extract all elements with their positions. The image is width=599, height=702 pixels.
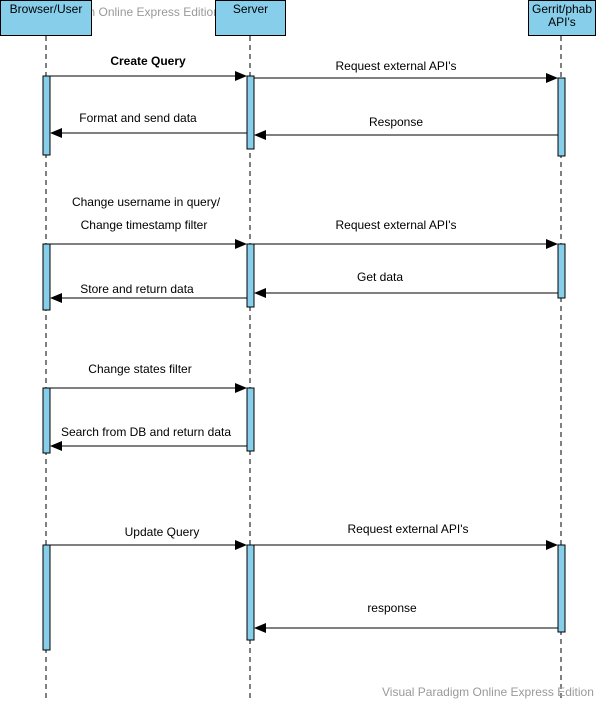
message-search-db: Search from DB and return data — [60, 425, 232, 439]
message-request-api-1: Request external API's — [335, 59, 457, 73]
message-change-username-line1: Change username in query/ — [71, 195, 221, 209]
activation-user-3 — [42, 387, 51, 454]
lifeline-label-gerrit-line2: API's — [548, 15, 576, 29]
activation-server-4 — [246, 544, 255, 641]
message-update-query: Update Query — [124, 525, 200, 539]
message-request-api-3: Request external API's — [347, 522, 469, 536]
message-response-2: response — [367, 601, 417, 615]
lifeline-header-server: Server — [215, 0, 286, 36]
message-get-data: Get data — [356, 270, 404, 284]
message-response-1: Response — [368, 115, 424, 129]
lifeline-label-gerrit-line1: Gerrit/phab — [531, 2, 593, 16]
activation-user-1 — [42, 75, 51, 156]
lifeline-header-user: Browser/User — [0, 0, 92, 36]
activation-gerrit-3 — [557, 544, 566, 633]
activation-server-1 — [246, 75, 255, 150]
message-change-states: Change states filter — [88, 362, 192, 376]
activation-server-2 — [246, 243, 255, 308]
lifeline-label-user: Browser/User — [9, 2, 83, 16]
activation-user-2 — [42, 243, 51, 311]
activation-user-4 — [42, 544, 51, 651]
activation-gerrit-2 — [557, 243, 566, 299]
activation-gerrit-1 — [557, 77, 566, 157]
message-format-send: Format and send data — [79, 111, 197, 125]
message-create-query: Create Query — [110, 54, 186, 68]
message-store-return: Store and return data — [80, 282, 194, 296]
activation-server-3 — [246, 387, 255, 452]
lifeline-header-gerrit: Gerrit/phab API's — [528, 0, 596, 36]
message-request-api-2: Request external API's — [335, 218, 457, 232]
message-change-username-line2: Change timestamp filter — [80, 218, 208, 232]
lifeline-label-server: Server — [232, 2, 269, 16]
watermark-bottom: Visual Paradigm Online Express Edition — [382, 685, 594, 699]
